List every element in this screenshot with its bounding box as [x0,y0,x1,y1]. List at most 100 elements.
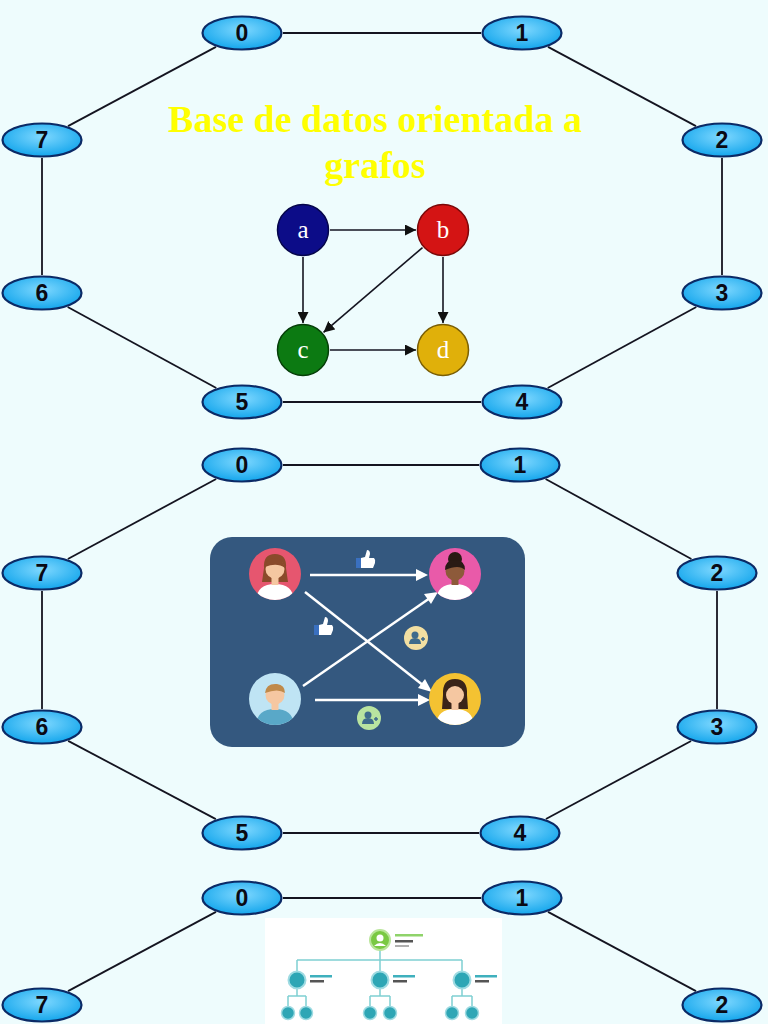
node-label: 6 [36,280,49,307]
ring-node: 0 [201,447,283,483]
node-shape [683,124,762,157]
node-label: a [297,216,308,244]
node-shape [278,205,329,256]
node-shape [678,557,757,590]
node-label: 1 [516,885,529,912]
node-shape [683,989,762,1022]
connector-line [721,158,723,275]
node-shape [683,277,762,310]
ring-node: 1 [481,15,563,51]
node-shape [418,205,469,256]
node-label: 7 [36,560,49,587]
node-shape [203,882,282,915]
social-illustration [210,537,525,747]
graph-vertex: b [416,203,470,257]
graph-vertex: d [416,323,470,377]
node-label: 7 [36,127,49,154]
ring-node: 0 [201,880,283,916]
node-shape [203,386,282,419]
arrow-connector [302,257,304,323]
node-shape [481,817,560,850]
connector-line [716,591,718,709]
illustration-panel [210,537,525,747]
connector-line [68,479,216,559]
node-shape [3,124,82,157]
graph-vertex: a [276,203,330,257]
ring-node: 5 [201,815,283,851]
connector-line [548,307,697,388]
connector-line [283,32,481,34]
node-shape [483,882,562,915]
like-icon [314,617,333,635]
node-label: d [437,336,450,364]
connector-line [283,464,479,466]
connector-line [41,158,43,275]
node-label: 3 [716,280,729,307]
person-avatar [429,673,481,727]
node-label: 5 [236,389,249,416]
node-label: 4 [514,820,527,847]
org-chart-illustration [265,918,502,1024]
person-avatar [249,548,301,602]
node-label: b [437,216,450,244]
add-friend-icon [357,706,381,730]
node-shape [3,989,82,1022]
connector-line [283,401,481,403]
node-label: 5 [236,820,249,847]
tree-lines [288,950,472,1006]
connector-line [41,591,43,709]
ring-node: 5 [201,384,283,420]
diagram-title: Base de datos orientada a grafos [130,96,620,188]
node-label: 2 [716,992,729,1019]
ring-node: 1 [481,880,563,916]
like-icon [356,550,375,568]
ring-node: 1 [479,447,561,483]
ring-node: 4 [481,384,563,420]
placeholder-bars [310,934,497,983]
node-shape [203,17,282,50]
ring-node: 2 [681,987,763,1023]
node-label: 6 [36,714,49,741]
graph-vertex: c [276,323,330,377]
ring-node: 3 [676,709,758,745]
connector-line [548,912,696,991]
node-shape [278,325,329,376]
person-avatar [249,673,301,727]
ring-node: 6 [1,709,83,745]
node-label: 4 [516,389,529,416]
connector-line [546,479,692,559]
ring-node: 7 [1,987,83,1023]
node-label: 1 [514,452,527,479]
ring-node: 2 [681,122,763,158]
connector-line [283,897,481,899]
ring-node: 0 [201,15,283,51]
connector-line [546,741,691,819]
node-label: 2 [711,560,724,587]
ring-node: 7 [1,555,83,591]
arrow-connector [442,257,444,323]
node-shape [481,449,560,482]
person-avatar [429,548,481,602]
arrow-connector [330,349,416,351]
ring-node: 3 [681,275,763,311]
ring-node: 4 [479,815,561,851]
arrow-connector [330,229,416,231]
node-shape [203,449,282,482]
illustration-panel [265,918,502,1024]
node-label: 0 [236,885,249,912]
node-label: 7 [36,992,49,1019]
ring-node: 6 [1,275,83,311]
node-shape [678,711,757,744]
connector-line [68,307,217,388]
node-shape [483,386,562,419]
add-friend-icon [404,626,428,650]
connector-line [283,832,479,834]
node-label: 0 [236,20,249,47]
node-label: 3 [711,714,724,741]
org-avatars [282,930,479,1020]
node-shape [203,817,282,850]
node-label: 2 [716,127,729,154]
node-shape [3,557,82,590]
arrow-lines [303,575,430,700]
